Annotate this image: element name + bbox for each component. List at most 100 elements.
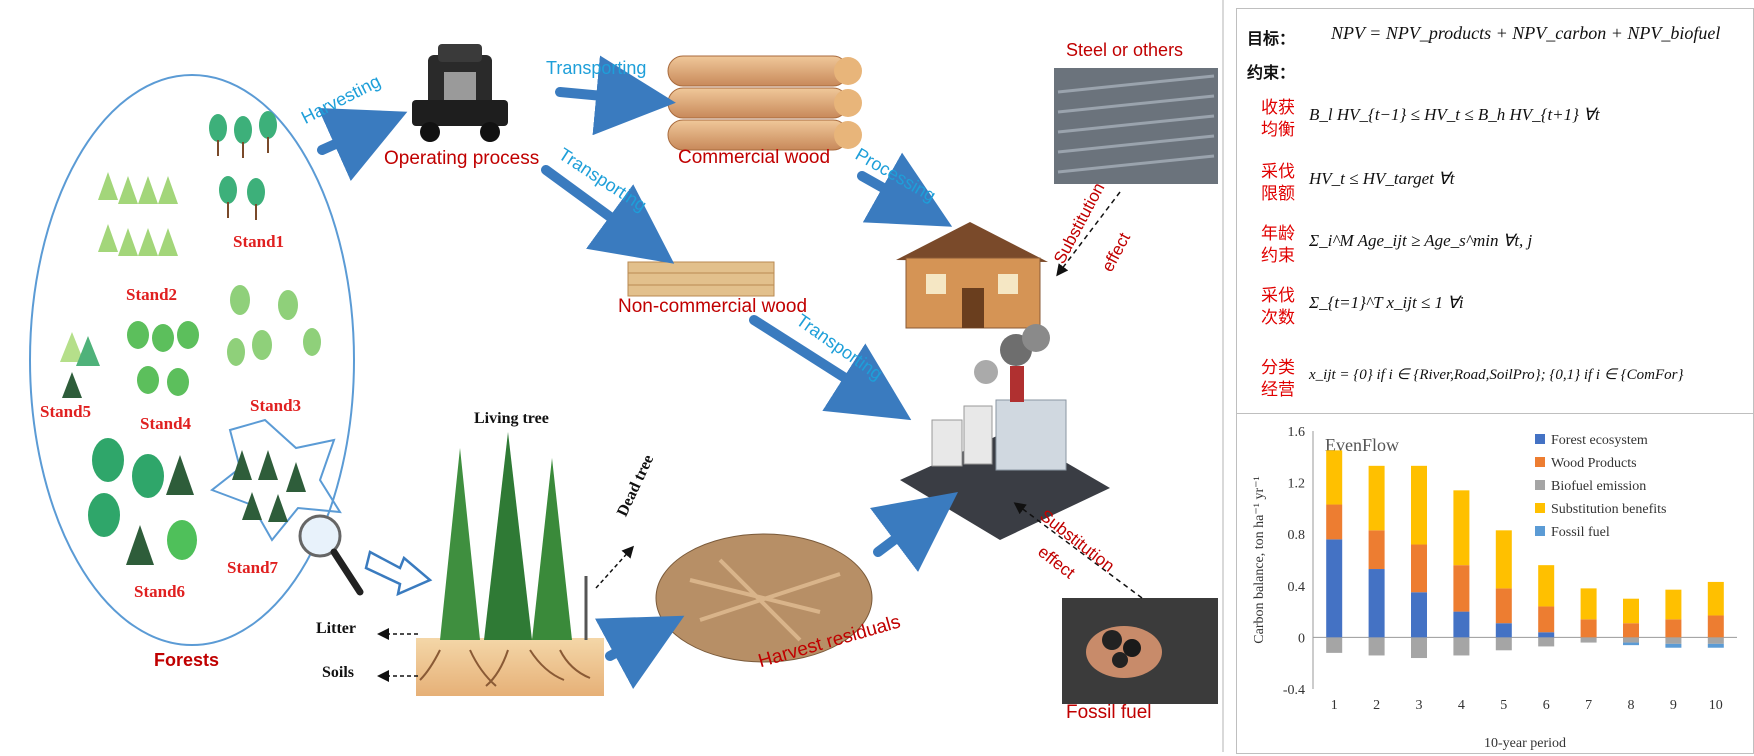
house-icon: [896, 222, 1048, 329]
forests-label: Forests: [154, 650, 220, 670]
legend-swatch: [1535, 503, 1545, 513]
flow-diagram-graphics: [29, 44, 1218, 704]
bar-segment: [1411, 592, 1427, 638]
bar-segment: [1707, 643, 1724, 648]
y-tick-label: -0.4: [1283, 683, 1305, 698]
flow-diagram-panel: Stand1 Stand2 Stand3 Stand4 Stand5 Stand…: [29, 0, 1224, 752]
x-tick-label: 10: [1709, 698, 1723, 713]
commercial-wood-graphic: [667, 55, 862, 151]
y-tick-label: 0: [1298, 631, 1305, 646]
bar-segment: [1453, 490, 1470, 566]
bar-segment: [1495, 623, 1512, 638]
arrow-soil-residuals: [594, 615, 685, 689]
constraint-name-4: 采伐次数: [1261, 286, 1295, 328]
bar-segment: [1368, 465, 1385, 531]
legend-label: Fossil fuel: [1551, 525, 1610, 540]
y-axis-label: Carbon balance, ton ha⁻¹ yr⁻¹: [1252, 476, 1267, 643]
bar-segment: [1538, 632, 1555, 638]
stand-label-5: Stand5: [40, 402, 92, 421]
constraint-name-1: 收获均衡: [1261, 98, 1295, 140]
bar-segment: [1580, 588, 1597, 620]
bar-segment: [1707, 637, 1724, 644]
bar-segment: [1326, 539, 1343, 638]
bar-segment: [1326, 504, 1343, 540]
bar-segment: [1665, 637, 1682, 644]
bar-segment: [1368, 530, 1385, 570]
steel-image: [1054, 68, 1218, 184]
constraint-name-5: 分类经营: [1261, 358, 1295, 400]
legend-label: Forest ecosystem: [1551, 433, 1648, 448]
bar-segment: [1495, 530, 1512, 589]
constraint-name-3: 年龄约束: [1261, 224, 1295, 266]
bar-segment: [1495, 588, 1512, 624]
constraint-formula-2: HV_t ≤ HV_target ∀t: [1309, 169, 1455, 188]
bar-segment: [1453, 637, 1470, 656]
bar-segment: [1538, 606, 1555, 633]
arrow-transport-factory: [749, 315, 912, 421]
chart-title: EvenFlow: [1325, 435, 1399, 455]
stand-label-3: Stand3: [250, 396, 302, 415]
non-commercial-wood-label: Non-commercial wood: [618, 296, 808, 317]
x-axis-label: 10-year period: [1484, 736, 1566, 751]
legend-swatch: [1535, 526, 1545, 536]
constraint-formula-3: Σ_i^M Age_ijt ≥ Age_s^min ∀t, j: [1309, 231, 1533, 250]
bar-segment: [1623, 598, 1639, 624]
x-tick-label: 5: [1500, 698, 1507, 713]
bar-segment: [1411, 465, 1427, 545]
bar-segment: [1411, 637, 1427, 659]
x-tick-label: 3: [1416, 698, 1423, 713]
factory-icon: [900, 324, 1110, 540]
magnifier-icon: [298, 514, 364, 596]
y-tick-label: 1.6: [1288, 425, 1306, 440]
x-tick-label: 6: [1543, 698, 1550, 713]
bar-segment: [1326, 637, 1343, 653]
bar-segment: [1623, 642, 1639, 646]
dead-tree-graphic: [584, 545, 635, 640]
living-trees-graphic: [419, 432, 591, 687]
x-tick-label: 2: [1373, 698, 1380, 713]
bar-segment: [1538, 565, 1555, 607]
bar-segment: [1580, 619, 1597, 638]
legend-swatch: [1535, 457, 1545, 467]
objective-formula: NPV = NPV_products + NPV_carbon + NPV_bi…: [1331, 23, 1721, 43]
bar-segment: [1326, 450, 1343, 505]
arrow-harvesting: [317, 107, 408, 181]
tree-group-stand5: [60, 332, 100, 398]
litter-label: Litter: [316, 620, 356, 637]
stand-label-1: Stand1: [233, 232, 285, 251]
soils-label: Soils: [322, 664, 355, 681]
y-tick-label: 1.2: [1288, 477, 1306, 492]
tree-group-stand3: [227, 285, 321, 366]
x-tick-label: 9: [1670, 698, 1677, 713]
legend-swatch: [1535, 434, 1545, 444]
fossil-fuel-image: [1062, 598, 1218, 704]
bar-segment: [1707, 615, 1724, 638]
hollow-arrow: [364, 550, 433, 597]
constraint-formula-1: B_l HV_{t−1} ≤ HV_t ≤ B_h HV_{t+1} ∀t: [1309, 105, 1600, 124]
bar-segment: [1665, 589, 1682, 620]
x-tick-label: 1: [1331, 698, 1338, 713]
arrow-residuals-factory: [870, 492, 958, 572]
stand-label-7: Stand7: [227, 558, 279, 577]
bar-segment: [1411, 544, 1427, 593]
constraint-name-2: 采伐限额: [1261, 162, 1295, 204]
tree-group-stand7: [232, 450, 306, 522]
bar-segment: [1368, 637, 1385, 656]
bar-segment: [1623, 637, 1639, 643]
arrow-substitution-steel: [1056, 191, 1121, 277]
tree-group-stand1: [209, 111, 277, 220]
model-and-chart-panel: 目标： NPV = NPV_products + NPV_carbon + NP…: [1236, 8, 1754, 754]
legend-label: Biofuel emission: [1551, 479, 1646, 494]
transporting-label-1: Transporting: [546, 58, 647, 78]
arrow-processing: [857, 152, 953, 227]
operating-process-label: Operating process: [384, 148, 540, 169]
y-tick-label: 0.4: [1288, 580, 1306, 595]
forest-boundary: [29, 74, 355, 646]
stand-label-4: Stand4: [140, 414, 192, 433]
panel-divider: [1237, 413, 1753, 414]
x-tick-label: 4: [1458, 698, 1465, 713]
legend-swatch: [1535, 480, 1545, 490]
fossil-fuel-label: Fossil fuel: [1066, 702, 1152, 723]
bar-segment: [1665, 619, 1682, 638]
bar-segment: [1665, 643, 1682, 648]
